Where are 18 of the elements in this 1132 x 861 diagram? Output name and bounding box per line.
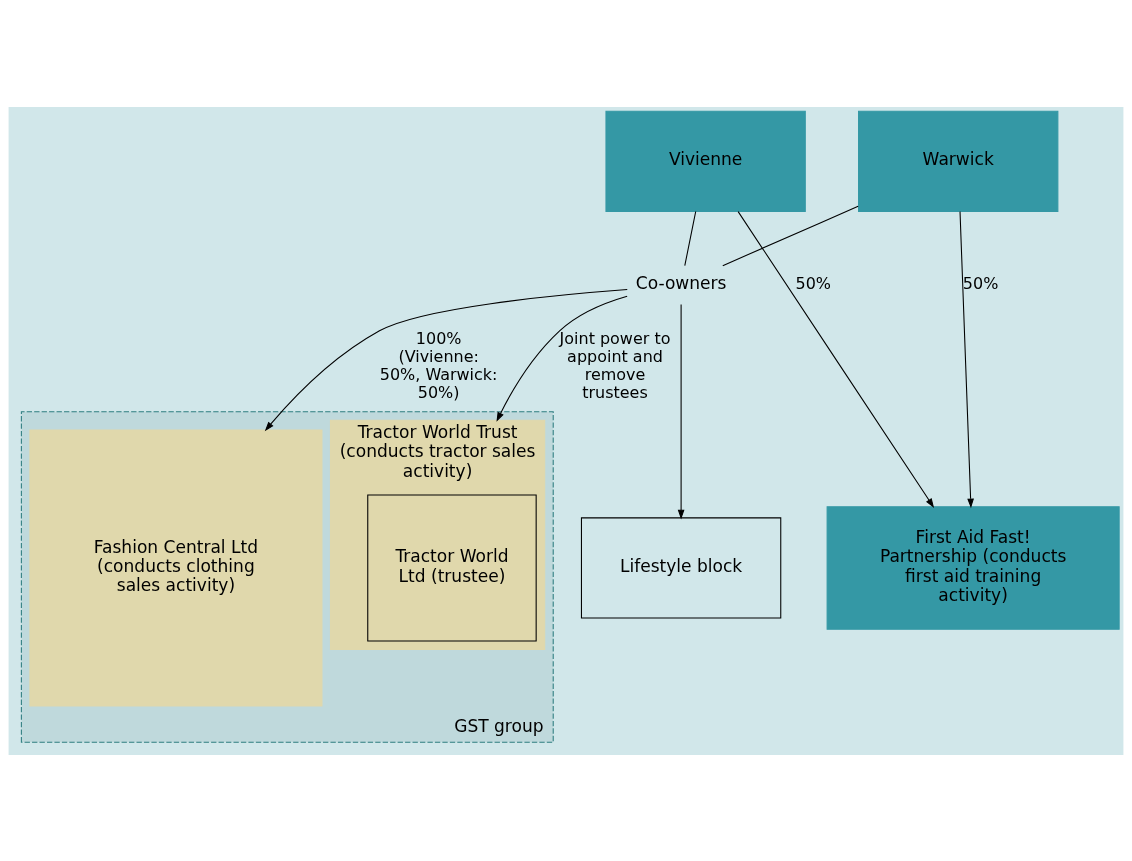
- node-text: Co-owners: [635, 272, 727, 293]
- node-box: Vivienne: [605, 110, 806, 212]
- arrow: [677, 303, 685, 519]
- arrow: [959, 210, 974, 508]
- node-box: Fashion Central Ltd (conducts clothing sales activity): [29, 428, 323, 706]
- connector: [722, 205, 859, 266]
- edge-label: 50%: [962, 273, 999, 293]
- arrow: [737, 210, 935, 508]
- edge-label: Joint power to appoint and remove trustees: [559, 328, 671, 402]
- node-box: First Aid Fast! Partnership (conducts first aid training activity): [826, 505, 1120, 630]
- edge-label: 100% (Vivienne: 50%, Warwick: 50%): [379, 328, 498, 402]
- arrow: [496, 295, 628, 422]
- arrow: [264, 288, 628, 431]
- node-box: Warwick: [858, 110, 1059, 212]
- edge-label: 50%: [795, 273, 832, 293]
- node-box: Lifestyle block: [580, 516, 782, 619]
- node-box: Tractor World Ltd (trustee): [367, 493, 537, 641]
- connector: [684, 210, 697, 266]
